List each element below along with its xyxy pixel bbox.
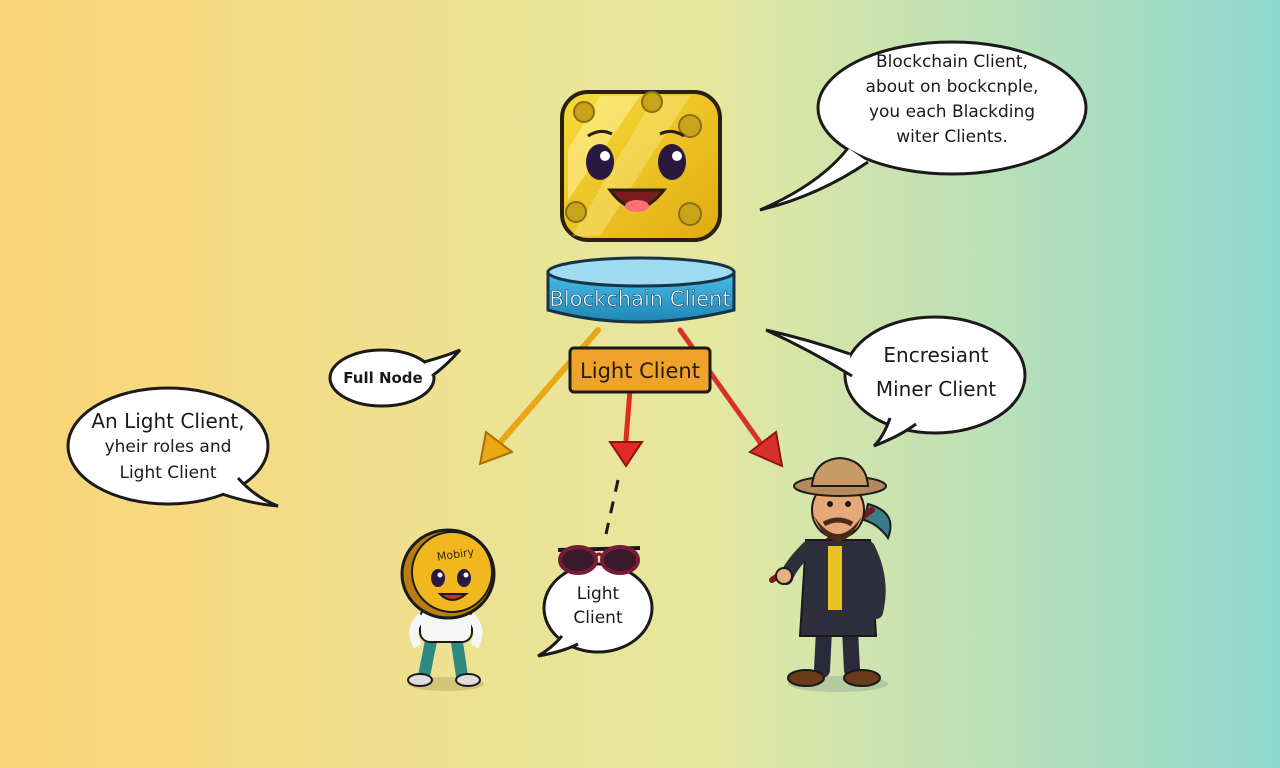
bubble-line: Blockchain Client, bbox=[875, 52, 1029, 72]
bubble-line: about on bockcnple, bbox=[865, 77, 1039, 97]
speech-bubble-right bbox=[765, 315, 1027, 448]
right-bubble-text: Encresiant Miner Client bbox=[850, 338, 1022, 406]
sunglasses-icon bbox=[557, 545, 641, 575]
coin-badge-label: Mobiry bbox=[436, 545, 475, 563]
speech-bubble-top-right bbox=[759, 40, 1088, 212]
full-node-bubble-text: Full Node bbox=[332, 367, 434, 389]
bubble-line: Miner Client bbox=[875, 377, 997, 401]
bubble-line: yheir roles and bbox=[104, 437, 232, 457]
miner-character-icon bbox=[769, 456, 892, 692]
bubble-line: you each Blackding bbox=[868, 102, 1036, 122]
bubble-line: An Light Client, bbox=[91, 409, 245, 433]
bubble-line: Light bbox=[576, 584, 620, 604]
bubble-line: Full Node bbox=[343, 369, 423, 387]
speech-bubble-full-node bbox=[328, 348, 462, 408]
bubble-line: Client bbox=[573, 608, 623, 628]
light-client-box-label: Light Client bbox=[580, 359, 700, 383]
center-bottom-bubble-text: Light Client bbox=[548, 582, 648, 630]
left-bubble-text: An Light Client, yheir roles and Light C… bbox=[72, 408, 264, 486]
speech-bubble-left bbox=[66, 386, 279, 508]
bubble-line: witer Clients. bbox=[896, 127, 1008, 147]
speech-bubble-center-bottom bbox=[537, 562, 654, 658]
light-client-box: Light Client bbox=[568, 346, 712, 394]
bubble-line: Encresiant bbox=[883, 343, 989, 367]
smiling-block-icon bbox=[560, 90, 722, 242]
blockchain-client-drum: Blockchain Client bbox=[546, 256, 736, 324]
drum-label: Blockchain Client bbox=[549, 287, 730, 311]
top-right-bubble-text: Blockchain Client, about on bockcnple, y… bbox=[830, 50, 1074, 150]
bubble-line: Light Client bbox=[119, 463, 217, 483]
arrow-to-light-client bbox=[604, 387, 644, 535]
coin-character-icon: Mobiry bbox=[400, 528, 496, 691]
